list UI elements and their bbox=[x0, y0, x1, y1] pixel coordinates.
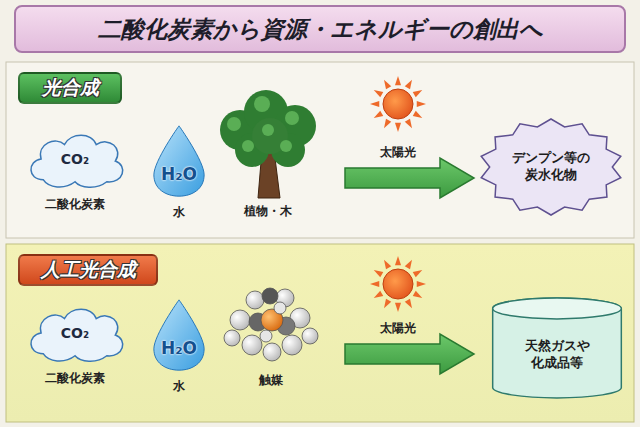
node-text: 天然ガスや 化成品等 bbox=[509, 338, 605, 372]
process-arrow bbox=[345, 158, 474, 198]
node-text: H₂O bbox=[161, 164, 197, 184]
sun-icon bbox=[370, 76, 426, 132]
icon-label: 植物・木 bbox=[244, 203, 292, 220]
cloud-shape: CO₂二酸化炭素 bbox=[22, 302, 128, 364]
diagram-title: 二酸化炭素から資源・エネルギーの創出へ bbox=[98, 14, 543, 45]
water-drop: H₂O水 bbox=[150, 298, 208, 372]
node-caption: 二酸化炭素 bbox=[2, 196, 148, 213]
node-inner: CO₂ bbox=[22, 128, 128, 190]
node-inner: 光合成 bbox=[20, 74, 120, 102]
node-inner: デンプン等の 炭水化物 bbox=[478, 118, 624, 216]
water-drop-outline bbox=[150, 124, 208, 198]
title-banner: 二酸化炭素から資源・エネルギーの創出へ bbox=[14, 5, 626, 53]
node-inner: CO₂ bbox=[22, 302, 128, 364]
water-drop: H₂O水 bbox=[150, 124, 208, 198]
process-arrow bbox=[345, 334, 474, 374]
icon-label: 太陽光 bbox=[380, 144, 416, 161]
product-tank: 天然ガスや 化成品等 bbox=[490, 296, 624, 400]
node-inner: H₂O bbox=[150, 124, 208, 198]
node-text: デンプン等の 炭水化物 bbox=[503, 150, 599, 184]
water-drop-outline bbox=[150, 298, 208, 372]
section-band bbox=[6, 62, 634, 238]
node-inner: 人工光合成 bbox=[20, 256, 156, 284]
node-inner: H₂O bbox=[150, 298, 208, 372]
node-text: 光合成 bbox=[42, 75, 99, 101]
node-text: CO₂ bbox=[61, 151, 89, 167]
node-caption: 二酸化炭素 bbox=[2, 370, 148, 387]
node-inner: 天然ガスや 化成品等 bbox=[490, 296, 624, 400]
node-text: CO₂ bbox=[61, 325, 89, 341]
cloud-shape: CO₂二酸化炭素 bbox=[22, 128, 128, 190]
node-text: 人工光合成 bbox=[41, 257, 136, 283]
node-text: H₂O bbox=[161, 338, 197, 358]
section-tag: 光合成 bbox=[18, 72, 122, 104]
node-caption: 水 bbox=[130, 378, 228, 395]
icon-label: 太陽光 bbox=[380, 320, 416, 337]
icon-label: 触媒 bbox=[259, 372, 283, 389]
node-caption: 水 bbox=[130, 204, 228, 221]
catalyst-molecule bbox=[224, 288, 318, 361]
section-band bbox=[6, 244, 634, 422]
section-tag: 人工光合成 bbox=[18, 254, 158, 286]
result-burst: デンプン等の 炭水化物 bbox=[478, 118, 624, 216]
sun-icon bbox=[370, 256, 426, 312]
tree-icon bbox=[220, 90, 316, 198]
